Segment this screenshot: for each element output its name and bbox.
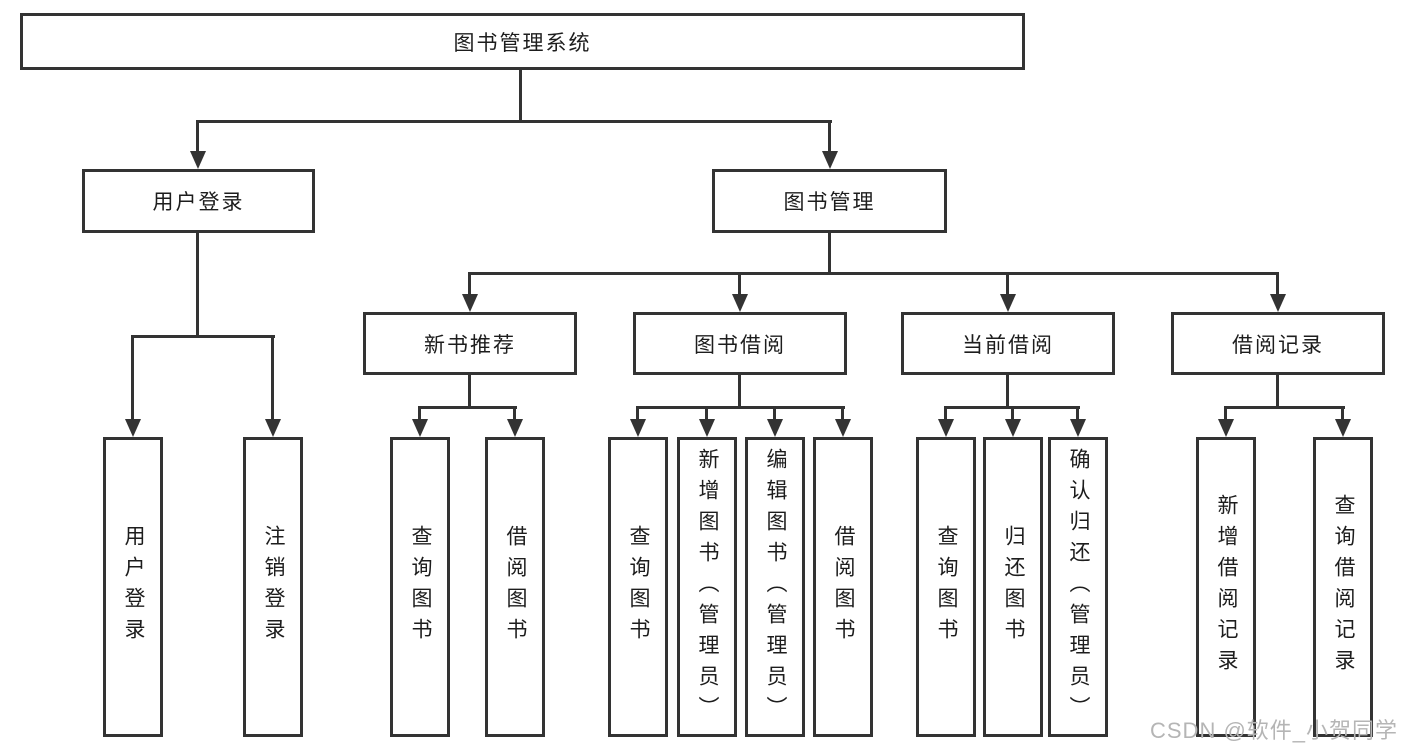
node-current-borrowing: 当前借阅 [901,312,1115,375]
connector-line [197,120,832,123]
arrow-down-icon [822,120,838,169]
node-book-borrowing: 图书借阅 [633,312,847,375]
arrow-down-icon [412,406,428,437]
arrow-down-icon [1000,272,1016,312]
node-new-book-recommend: 新书推荐 [363,312,577,375]
node-cb-confirm-return-admin: 确认归还（管理员） [1048,437,1108,737]
node-nb-borrow-books: 借阅图书 [485,437,545,737]
node-user-login-action: 用户登录 [103,437,163,737]
connector-line [468,374,471,409]
node-book-management: 图书管理 [712,169,947,233]
watermark: CSDN @软件_小贺同学 [1150,718,1399,743]
connector-line [418,406,517,409]
node-br-add-record: 新增借阅记录 [1196,437,1256,737]
node-library-system: 图书管理系统 [20,13,1025,70]
arrow-down-icon [835,406,851,437]
arrow-down-icon [1218,406,1234,437]
connector-line [519,70,522,123]
arrow-down-icon [462,272,478,312]
node-user-login: 用户登录 [82,169,315,233]
arrow-down-icon [1270,272,1286,312]
node-nb-query-books: 查询图书 [390,437,450,737]
connector-line [1006,374,1009,409]
connector-line [131,335,275,338]
arrow-down-icon [1005,406,1021,437]
arrow-down-icon [190,120,206,169]
node-bb-query-books: 查询图书 [608,437,668,737]
node-bb-edit-book-admin: 编辑图书（管理员） [745,437,805,737]
arrow-down-icon [699,406,715,437]
connector-line [1276,374,1279,409]
arrow-down-icon [630,406,646,437]
node-borrow-records: 借阅记录 [1171,312,1385,375]
arrow-down-icon [125,335,141,437]
node-bb-borrow-books: 借阅图书 [813,437,873,737]
arrow-down-icon [732,272,748,312]
connector-line [468,272,1279,275]
arrow-down-icon [507,406,523,437]
arrow-down-icon [767,406,783,437]
node-logout: 注销登录 [243,437,303,737]
node-br-query-record: 查询借阅记录 [1313,437,1373,737]
arrow-down-icon [1070,406,1086,437]
connector-line [636,406,845,409]
arrow-down-icon [265,335,281,437]
connector-line [196,233,199,338]
connector-line [738,374,741,409]
arrow-down-icon [938,406,954,437]
connector-line [828,232,831,275]
node-bb-add-book-admin: 新增图书（管理员） [677,437,737,737]
node-cb-query-books: 查询图书 [916,437,976,737]
arrow-down-icon [1335,406,1351,437]
node-cb-return-books: 归还图书 [983,437,1043,737]
connector-line [1224,406,1345,409]
